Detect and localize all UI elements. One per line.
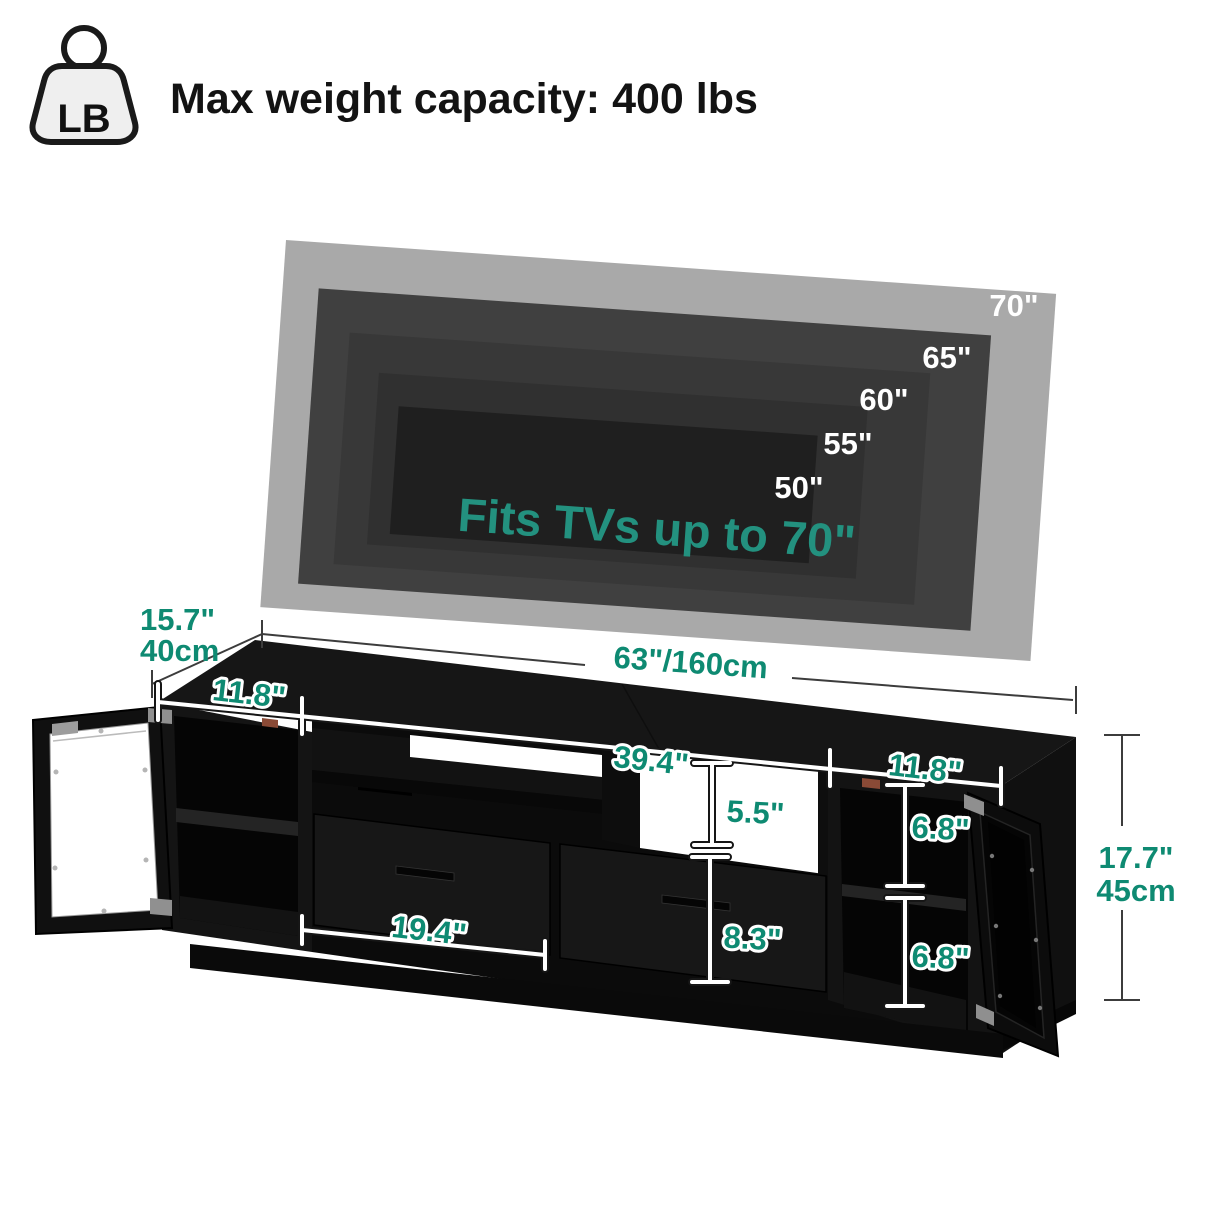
weight-icon-handle (61, 25, 107, 71)
stand-top-seam (621, 683, 664, 757)
tv-size-label-60: 60" (859, 382, 908, 417)
weight-icon-label: LB (57, 97, 110, 141)
right-drawer (559, 843, 827, 993)
white-dimension-lines (156, 682, 1003, 1008)
center-divider (602, 742, 640, 848)
tv-stand-illustration (31, 640, 1076, 1058)
left-door-glass (49, 722, 159, 918)
stand-top (158, 640, 1076, 786)
tv-size-label-50: 50" (774, 470, 823, 505)
total-width-label: 63"/160cm (613, 640, 769, 686)
upper-cubby-height-label: 6.8" (911, 810, 971, 848)
left-cabinet-floor (180, 896, 298, 936)
left-glass-door (31, 705, 174, 936)
weight-icon (29, 63, 139, 145)
media-shelf-top (312, 728, 604, 800)
right-soft-close-damper (862, 778, 880, 789)
left-drawer-handle (395, 865, 455, 882)
right-door-glass (988, 822, 1036, 1028)
tv-size-diagram: Fits TVs up to 70" 70" 65" 60" 55" 50" (260, 239, 1057, 661)
height-inches-label: 17.7" (1098, 840, 1173, 875)
depth-cm-label: 40cm (140, 633, 219, 668)
left-door-screws (52, 728, 149, 914)
tv-size-label-55: 55" (823, 426, 872, 461)
open-shelf-height-label: 5.5" (726, 794, 786, 832)
tv-50-rect (389, 406, 818, 564)
right-door-screws (989, 853, 1043, 1011)
left-door-glass-edge (52, 730, 147, 742)
right-door-hinge-bottom (976, 1004, 994, 1026)
left-soft-close-damper (262, 718, 278, 728)
depth-inches-label: 15.7" (140, 602, 215, 637)
right-glass-door (964, 791, 1060, 1058)
lower-cubby-height-label: 6.8" (911, 939, 971, 977)
open-compartment-gap (640, 753, 824, 874)
depth-width-height-dimension-lines (151, 620, 1140, 1001)
left-drawer (313, 813, 551, 956)
left-door-hinge-bottom (150, 898, 172, 916)
height-cm-label: 45cm (1096, 873, 1175, 908)
page-title: Max weight capacity: 400 lbs (170, 75, 758, 123)
drawer-height-label: 8.3" (723, 920, 783, 958)
left-cabinet-shelf (176, 808, 298, 836)
base-plinth (190, 944, 1003, 1058)
tv-size-label-65: 65" (922, 340, 971, 375)
dimension-lines (151, 620, 1140, 1010)
media-shelf-back-gap (410, 735, 602, 777)
header: LB Max weight capacity: 400 lbs (29, 25, 758, 145)
right-door-hinge-top (964, 794, 984, 816)
left-door-plate (52, 721, 78, 736)
media-shelf-front-edge (312, 770, 604, 814)
tv-size-label-70: 70" (989, 288, 1038, 323)
